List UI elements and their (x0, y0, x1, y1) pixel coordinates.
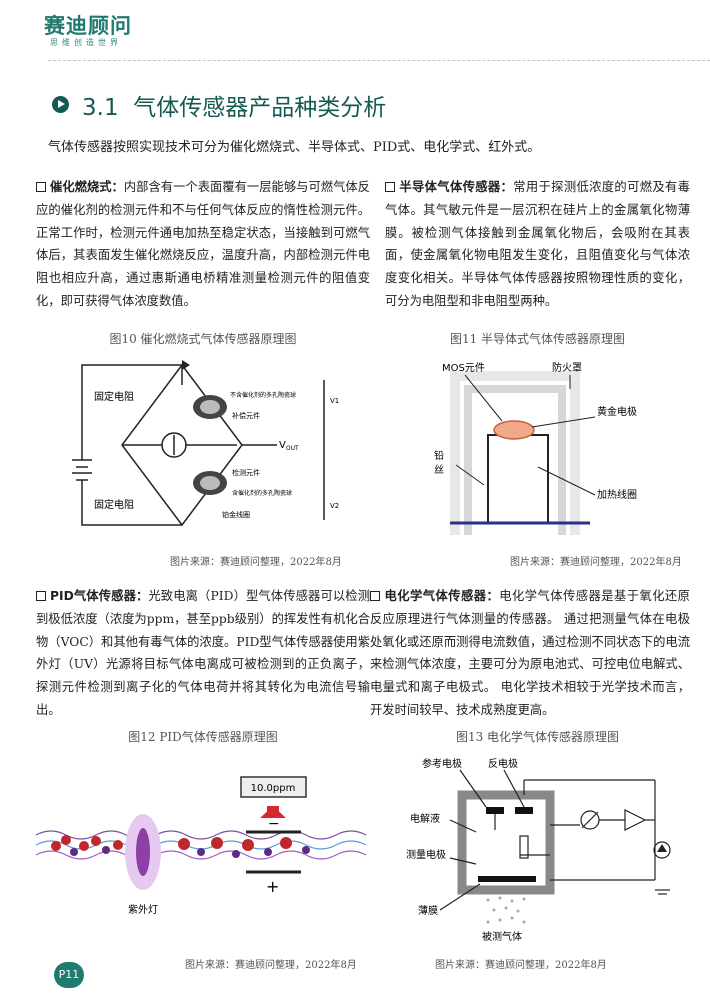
uv-lamp-label: 紫外灯 (128, 904, 158, 916)
logo-text: 赛迪顾问 (44, 14, 132, 38)
figure-11-source: 图片来源：赛迪顾问整理，2022年8月 (510, 557, 682, 568)
anode-sign: − (268, 816, 280, 832)
electrochemical-sensor-diagram: 参考电极 反电极 电解液 测量电极 薄膜 被测气体 (406, 757, 671, 943)
lead-wire-label: 铅 (434, 449, 444, 462)
ppm-readout: 10.0ppm (251, 783, 296, 794)
pid-text: 光致电离（PID）型气体传感器可以检测到极低浓度（浓度为ppm，甚至ppb级别）… (36, 589, 370, 717)
mos-element-label: MOS元件 (442, 362, 485, 374)
lead-wire-label: 丝 (434, 464, 444, 476)
catalytic-ball-label: 含催化剂的多孔陶瓷球 (232, 489, 292, 497)
logo-tagline: 思维创造世界 (50, 38, 122, 47)
platinum-coil-label: 铂金线圈 (222, 510, 250, 519)
semiconductor-text: 常用于探测低浓度的可燃及有毒气体。其气敏元件是一层沉积在硅片上的金属氧化物薄膜。… (385, 180, 690, 308)
gold-electrode-label: 黄金电极 (597, 405, 637, 418)
ceramic-ball-label: 不含催化剂的多孔陶瓷球 (230, 391, 296, 399)
checkbox-bullet-icon (370, 591, 380, 601)
heater-coil-label: 加热线圈 (597, 488, 637, 501)
pid-heading: PID气体传感器： (50, 589, 149, 603)
cathode-sign: + (266, 877, 279, 896)
semiconductor-heading: 半导体气体传感器： (399, 180, 514, 194)
section-intro: 气体传感器按照实现技术可分为催化燃烧式、半导体式、PID式、电化学式、红外式。 (48, 140, 541, 155)
figure-13-caption: 图13 电化学气体传感器原理图 (455, 730, 620, 744)
figure-10-source: 图片来源：赛迪顾问整理，2022年8月 (170, 557, 342, 568)
electrochem-heading: 电化学气体传感器： (384, 589, 500, 603)
catalytic-text: 内部含有一个表面覆有一层能够与可燃气体反应的催化剂的检测元件和不与任何气体反应的… (36, 180, 370, 308)
figure-10-caption: 图10 催化燃烧式气体传感器原理图 (109, 332, 297, 346)
membrane-label: 薄膜 (418, 904, 438, 917)
catalytic-heading: 催化燃烧式： (50, 180, 124, 194)
v1-label: V1 (330, 397, 339, 405)
figure-13-source: 图片来源：赛迪顾问整理，2022年8月 (435, 960, 607, 971)
measurement-electrode-label: 测量电极 (406, 848, 446, 861)
header-divider (48, 60, 710, 61)
section-title: 3.1 气体传感器产品种类分析 (82, 88, 386, 122)
v2-label: V2 (330, 502, 339, 510)
compensation-element-label: 补偿元件 (232, 411, 260, 420)
semiconductor-paragraph: 半导体气体传感器：常用于探测低浓度的可燃及有毒气体。其气敏元件是一层沉积在硅片上… (385, 176, 690, 313)
fixed-resistor-label: 固定电阻 (94, 390, 134, 403)
counter-electrode-label: 反电极 (488, 757, 518, 770)
detection-element-label: 检测元件 (232, 468, 260, 477)
checkbox-bullet-icon (36, 182, 46, 192)
semiconductor-sensor-diagram: MOS元件 防火罩 黄金电极 铅 丝 加热线圈 (434, 361, 637, 535)
electrolyte-label: 电解液 (410, 812, 440, 825)
vout-label: VOUT (279, 440, 299, 452)
target-gas-label: 被测气体 (482, 930, 522, 943)
figure-12-caption: 图12 PID气体传感器原理图 (128, 730, 278, 744)
catalytic-sensor-diagram: 固定电阻 固定电阻 不含催化剂的多孔陶瓷球 补偿元件 VOUT 检测元件 含催化… (72, 360, 339, 527)
checkbox-bullet-icon (36, 591, 46, 601)
section-number: 3.1 (82, 95, 119, 121)
pid-sensor-diagram: 10.0ppm − + 紫外灯 (36, 776, 367, 916)
page-number-badge: P11 (54, 962, 84, 988)
section-heading: 气体传感器产品种类分析 (133, 95, 387, 121)
reference-electrode-label: 参考电极 (422, 757, 462, 770)
checkbox-bullet-icon (385, 182, 395, 192)
play-circle-icon (52, 96, 69, 113)
flame-arrestor-label: 防火罩 (552, 361, 582, 374)
figure-11-caption: 图11 半导体式气体传感器原理图 (449, 332, 626, 346)
pid-paragraph: PID气体传感器：光致电离（PID）型气体传感器可以检测到极低浓度（浓度为ppm… (36, 585, 370, 722)
electrochem-text: 电化学气体传感器是基于氧化还原反应原理进行气体测量的传感器。 通过把测量气体在电… (370, 589, 690, 717)
figure-12-source: 图片来源：赛迪顾问整理，2022年8月 (185, 960, 357, 971)
fixed-resistor-label: 固定电阻 (94, 498, 134, 511)
catalytic-paragraph: 催化燃烧式：内部含有一个表面覆有一层能够与可燃气体反应的催化剂的检测元件和不与任… (36, 176, 370, 313)
electrochem-paragraph: 电化学气体传感器：电化学气体传感器是基于氧化还原反应原理进行气体测量的传感器。 … (370, 585, 690, 722)
